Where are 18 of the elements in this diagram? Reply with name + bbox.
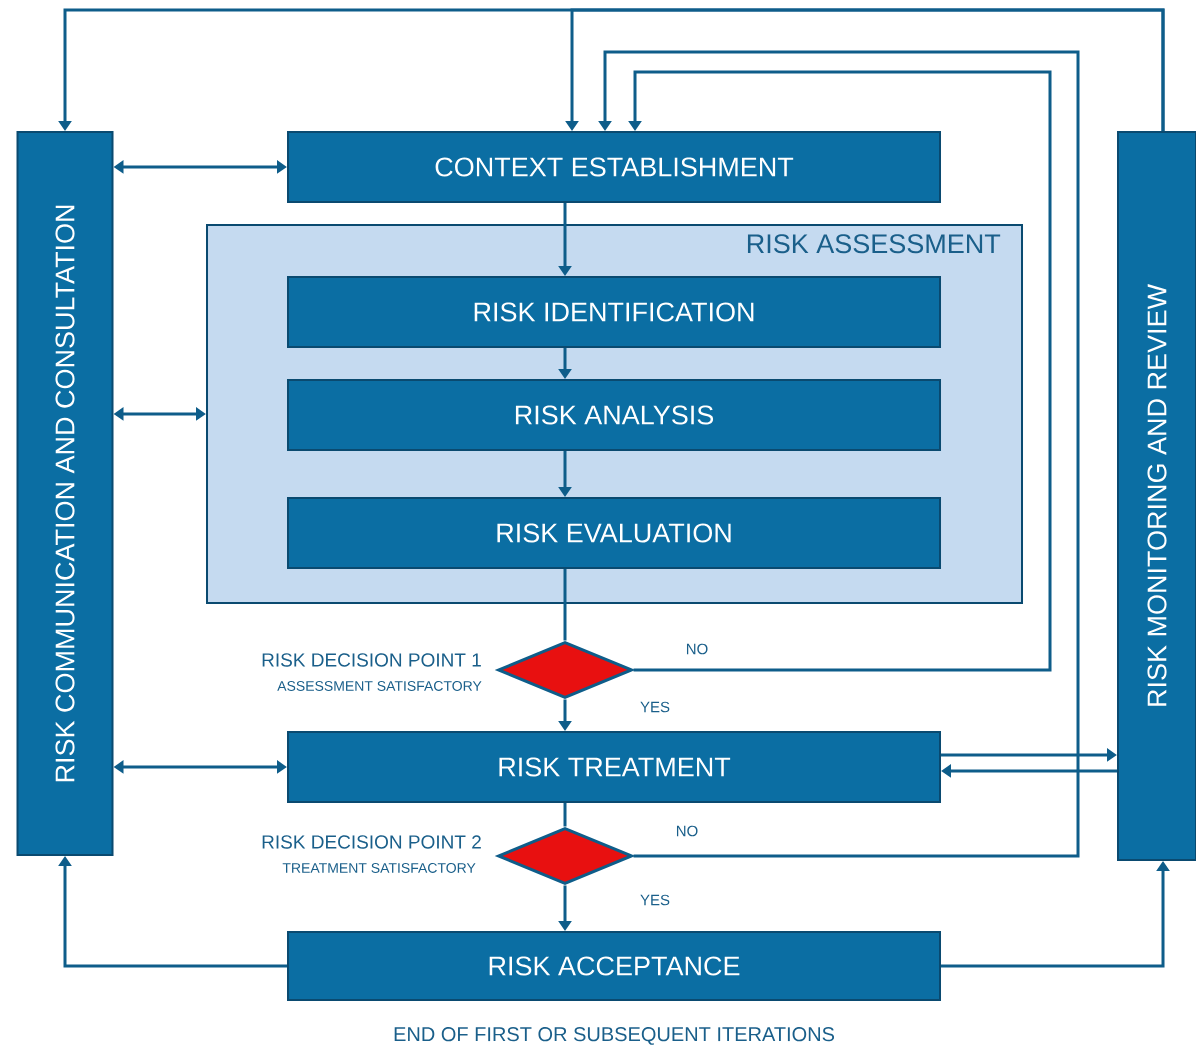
- process-box: CONTEXT ESTABLISHMENT: [287, 131, 941, 203]
- group-heading: RISK ASSESSMENT: [747, 234, 1001, 254]
- decision-caption: RISK DECISION POINT 2: [262, 835, 481, 849]
- edge-label: YES: [639, 700, 671, 714]
- footer-note: END OF FIRST OR SUBSEQUENT ITERATIONS: [394, 1027, 835, 1045]
- process-box: RISK MONITORING AND REVIEW: [1117, 131, 1196, 861]
- process-box: RISK TREATMENT: [287, 731, 941, 803]
- edge-label: NO: [674, 824, 700, 838]
- process-box: RISK ACCEPTANCE: [287, 931, 941, 1001]
- process-box: RISK COMMUNICATION AND CONSULTATION: [16, 131, 114, 856]
- edge-label: YES: [639, 893, 671, 907]
- decision-caption: RISK DECISION POINT 1: [262, 653, 481, 667]
- edge-label: NO: [684, 642, 710, 656]
- process-box: RISK EVALUATION: [287, 497, 941, 569]
- decision-caption: TREATMENT SATISFACTORY: [282, 863, 476, 873]
- process-box: RISK ANALYSIS: [287, 379, 941, 451]
- process-box: RISK IDENTIFICATION: [287, 276, 941, 348]
- decision-caption: ASSESSMENT SATISFACTORY: [277, 681, 482, 691]
